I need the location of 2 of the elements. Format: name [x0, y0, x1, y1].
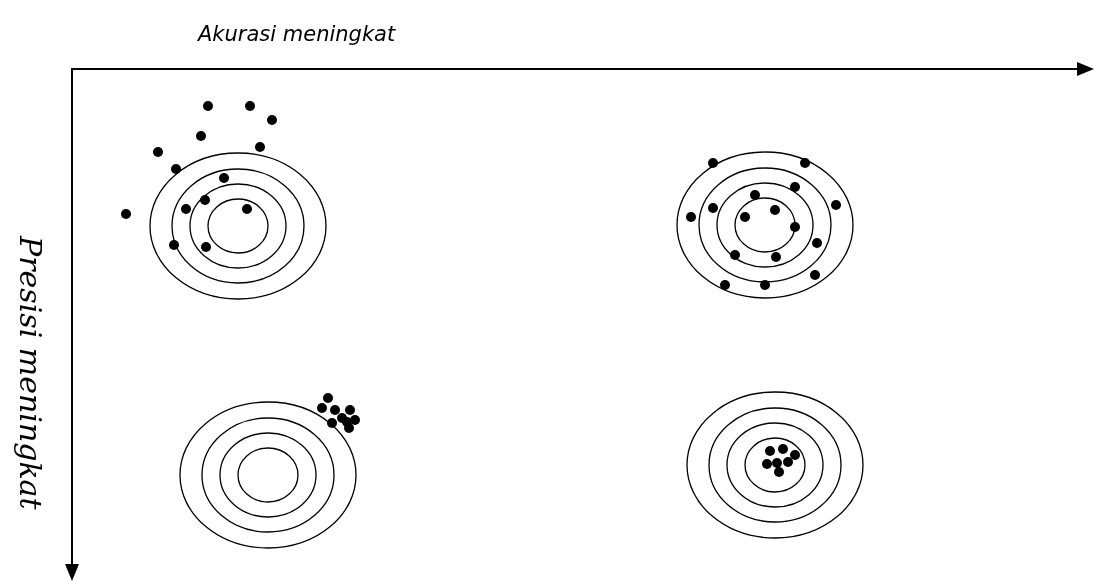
axis-label: Presisi meningkat — [13, 236, 48, 510]
axis-label: Akurasi meningkat — [198, 22, 396, 46]
